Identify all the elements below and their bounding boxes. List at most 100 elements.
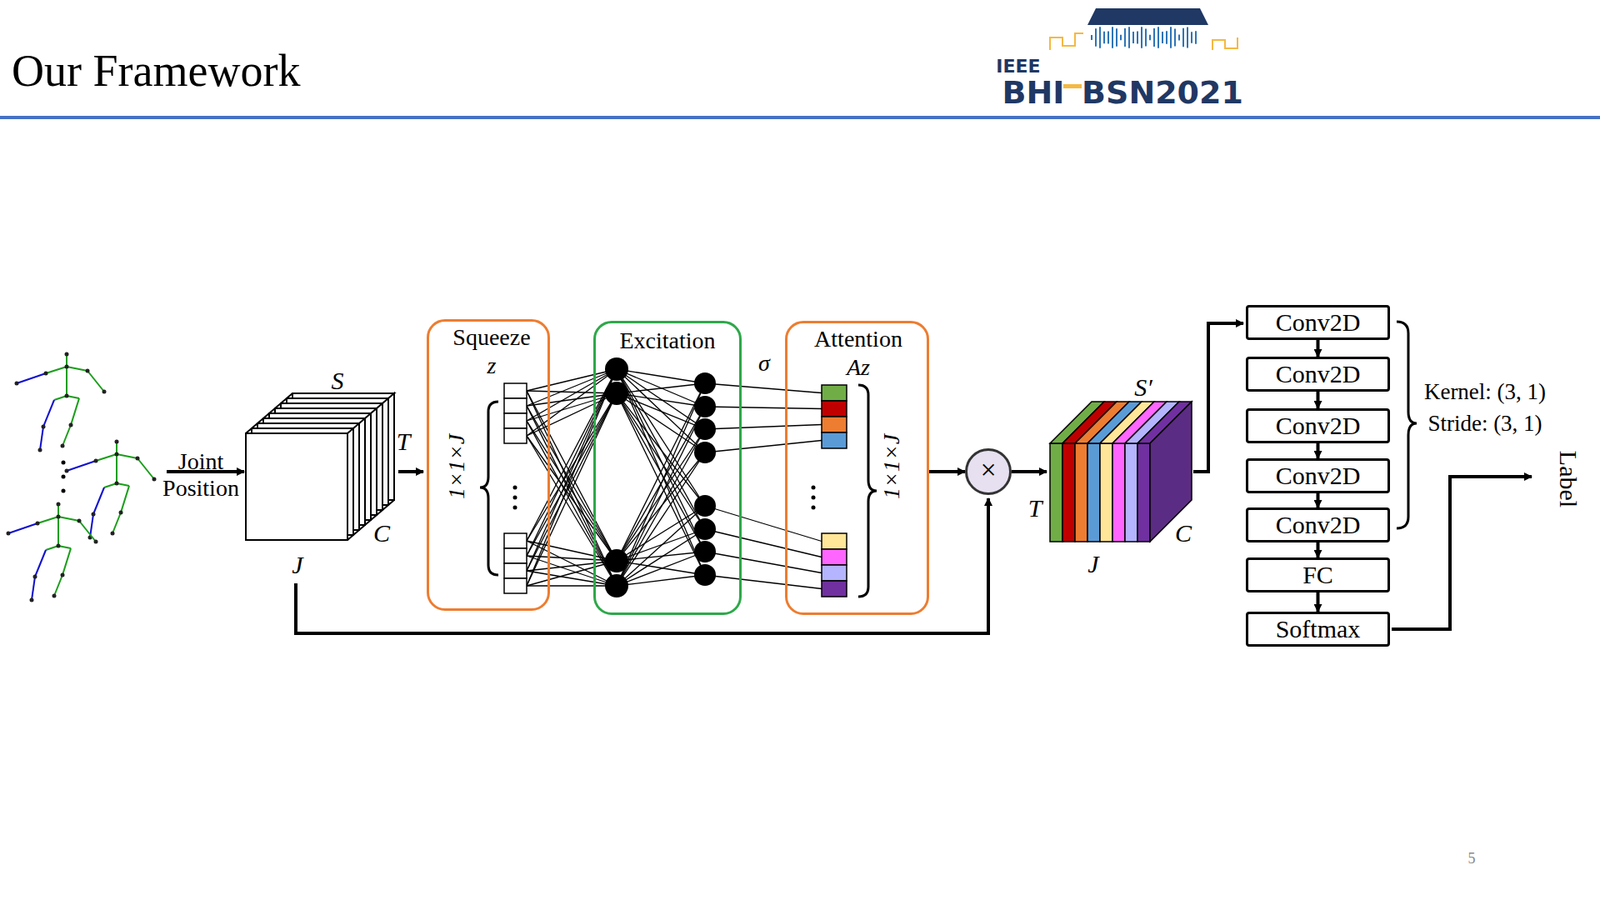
attention-cell (821, 565, 847, 581)
attention-cell (821, 416, 847, 433)
layer-box: Conv2D (1245, 458, 1390, 494)
link (526, 560, 617, 571)
logo-bar (1140, 26, 1143, 49)
neurons (605, 357, 716, 598)
tensor-slice (1112, 443, 1125, 542)
bone (58, 516, 80, 521)
vector-cell (504, 413, 527, 429)
layer-box: Conv2D (1245, 507, 1390, 543)
link (616, 551, 705, 586)
multiply-circle: × (965, 448, 1012, 495)
logo-bar (1136, 30, 1139, 44)
vector-cell (504, 383, 527, 399)
connector (929, 470, 965, 474)
neuron (694, 518, 716, 540)
link (616, 505, 705, 561)
joint (65, 365, 70, 370)
connector (1316, 340, 1320, 357)
logo-bar (1124, 28, 1126, 47)
link (526, 390, 617, 586)
bone (37, 516, 59, 524)
joint (30, 598, 35, 603)
layer-box: Softmax (1245, 611, 1390, 647)
node-text: Conv2D (1275, 463, 1361, 489)
tensor-slice (1062, 443, 1075, 542)
connector (1316, 493, 1320, 508)
joint (6, 531, 11, 536)
label: Label (1555, 450, 1581, 508)
vector-cell (504, 533, 527, 549)
bone (57, 504, 60, 546)
link (616, 393, 705, 453)
link (526, 393, 617, 541)
logo-bar (1161, 31, 1164, 44)
layer-box: Conv2D (1245, 305, 1390, 340)
tensor-edge (245, 393, 395, 540)
logo-bar (1090, 35, 1093, 40)
bone (115, 441, 118, 484)
joint (115, 440, 120, 445)
layer-box: Conv2D (1245, 408, 1390, 444)
joint (85, 369, 90, 374)
bone (116, 454, 138, 459)
link (616, 429, 705, 586)
bone (137, 458, 155, 480)
link (526, 435, 617, 586)
joint (65, 469, 70, 474)
bone (70, 398, 80, 425)
label: J (1087, 551, 1099, 577)
logo-bar (1095, 28, 1097, 47)
tensor-slice (1050, 443, 1063, 542)
logo-bar (1157, 26, 1160, 48)
joint (38, 448, 43, 453)
joint (115, 452, 120, 457)
neuron (694, 441, 716, 464)
bone (54, 575, 63, 596)
logo-bar (1165, 30, 1168, 44)
joint (56, 502, 61, 507)
vector-cell (504, 563, 527, 579)
label: σ (758, 351, 770, 375)
joint (91, 512, 96, 517)
link (616, 429, 705, 561)
neuron (605, 549, 629, 573)
bone (16, 373, 46, 384)
link (705, 440, 822, 454)
vector-cell (504, 428, 527, 444)
logo-bar (1107, 31, 1110, 45)
label: S (331, 368, 345, 394)
tensor-slice (245, 433, 348, 540)
bone (79, 520, 96, 542)
tensor-slice (1075, 443, 1088, 542)
joint (33, 575, 38, 580)
attention-cell (821, 549, 847, 565)
tensor-slice (1087, 443, 1100, 542)
logo-bar (1182, 28, 1185, 47)
bone (8, 523, 38, 534)
attention-cell (821, 385, 847, 401)
link (526, 369, 617, 586)
logo-bar (1186, 26, 1189, 48)
link (705, 575, 822, 590)
neuron (694, 540, 716, 563)
attention-cell (821, 580, 847, 597)
logo-bar (1174, 28, 1176, 46)
link (616, 383, 705, 394)
link (616, 383, 705, 586)
joint (69, 423, 74, 428)
link (616, 406, 705, 586)
braces (480, 321, 1417, 597)
joint (60, 573, 65, 578)
neuron (694, 495, 716, 517)
connector (1316, 592, 1320, 612)
bone (95, 454, 117, 461)
attention-cell (821, 432, 847, 449)
bone (120, 485, 130, 513)
joint (135, 456, 140, 461)
bone (93, 487, 105, 515)
logo-bar (1195, 30, 1197, 45)
link (705, 551, 822, 574)
node-text: 1×1×J (445, 434, 469, 500)
logo-bar (1099, 26, 1101, 48)
